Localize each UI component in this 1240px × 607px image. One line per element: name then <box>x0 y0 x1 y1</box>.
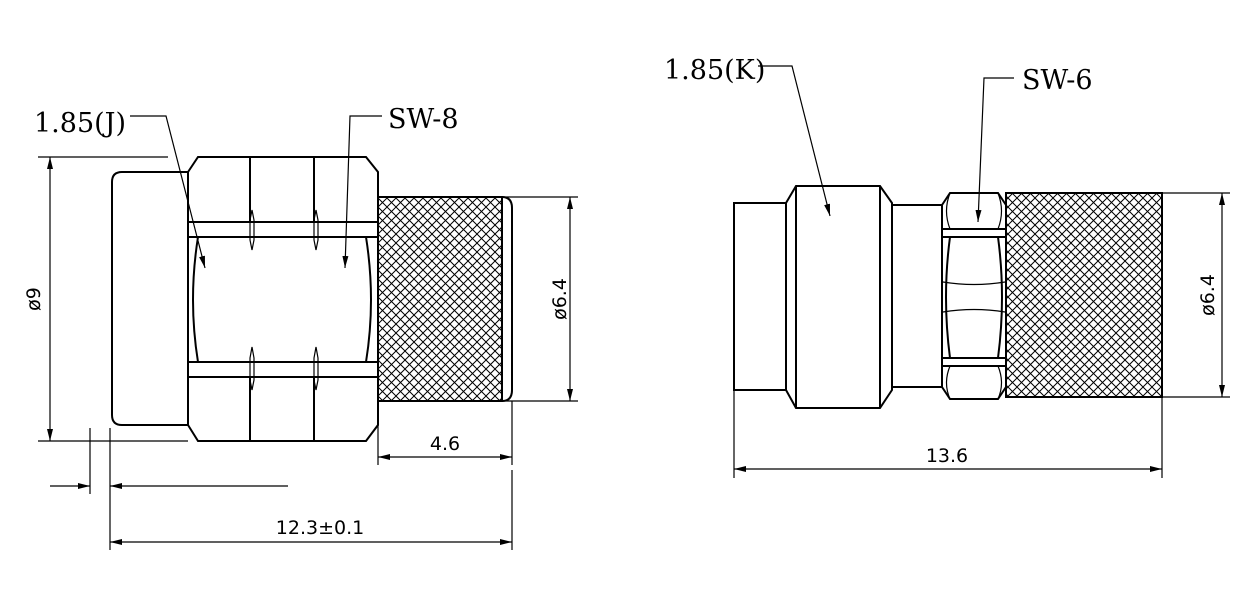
left-dim-overall-length: 12.3±0.1 <box>110 470 513 550</box>
left-type-label: 1.85(J) <box>34 108 126 139</box>
right-body-barrel <box>785 185 893 409</box>
left-knurled-sleeve <box>377 196 513 402</box>
right-front-tube <box>733 202 787 391</box>
left-wrench-label: SW-8 <box>388 104 459 135</box>
left-dim-knurl-diameter: ø6.4 <box>502 196 578 402</box>
svg-text:12.3±0.1: 12.3±0.1 <box>276 517 364 539</box>
right-connector: 1.85(K) SW-6 ø6.4 13.6 <box>664 55 1230 478</box>
svg-text:ø6.4: ø6.4 <box>1197 274 1219 316</box>
svg-text:ø9: ø9 <box>23 287 45 311</box>
right-wrench-label: SW-6 <box>1022 65 1093 96</box>
left-dim-body-diameter: ø9 <box>23 156 188 442</box>
right-dim-knurl-diameter: ø6.4 <box>1162 192 1230 398</box>
svg-text:13.6: 13.6 <box>926 445 968 467</box>
right-knurled-sleeve <box>1005 192 1163 398</box>
left-dim-knurl-length: 4.6 <box>377 401 513 465</box>
right-type-label: 1.85(K) <box>664 55 765 86</box>
svg-text:ø6.4: ø6.4 <box>549 278 571 320</box>
left-front-cap <box>111 171 188 426</box>
svg-text:4.6: 4.6 <box>430 433 460 455</box>
left-hex-nut <box>187 156 379 442</box>
left-connector: 1.85(J) SW-8 ø9 ø6.4 4.6 <box>23 104 578 550</box>
left-dim-gap <box>50 428 288 550</box>
right-dim-overall-length: 13.6 <box>733 390 1163 478</box>
right-hex-nut <box>941 192 1007 400</box>
right-neck <box>891 204 943 388</box>
